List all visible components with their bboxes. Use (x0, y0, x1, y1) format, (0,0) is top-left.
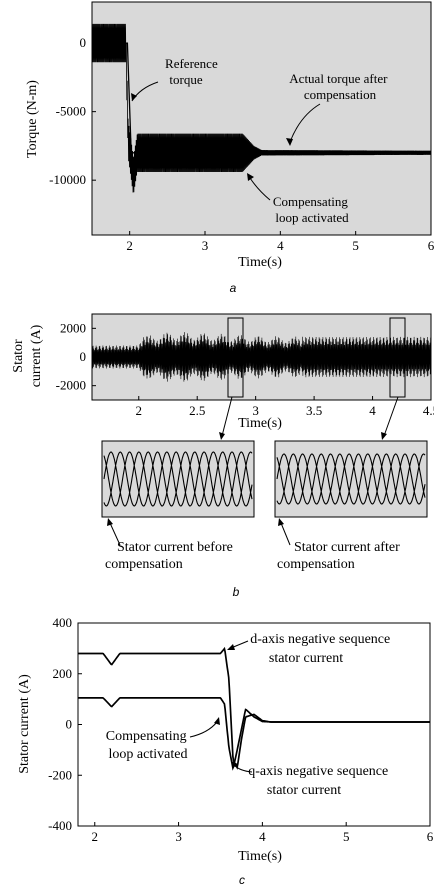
b-ytick-label: -2000 (56, 378, 86, 393)
a-xtick-label: 6 (428, 238, 434, 253)
actual-torque-arrow (289, 103, 321, 143)
inset-before-arrow (109, 522, 121, 546)
caption-line: compensation (277, 557, 355, 572)
a-xtick-label: 5 (352, 238, 359, 253)
panel-caption-a: a (230, 281, 237, 295)
inset-after-waveform (276, 453, 426, 505)
c-ytick-label: 200 (53, 666, 73, 681)
zoom-connector-before (221, 396, 233, 437)
annotation-line: stator current (269, 651, 343, 666)
y-axis-label-a: Torque (N-m) (25, 80, 40, 158)
y-axis-label-b-line2: current (A) (29, 324, 44, 387)
annotation-line: Compensating (106, 729, 187, 744)
reference-torque-arrowhead (131, 93, 137, 101)
inset-after-arrow (280, 522, 291, 546)
actual-torque-arrowhead (286, 138, 293, 146)
a-xtick-label: 2 (126, 238, 133, 253)
c-ytick-label: 0 (66, 717, 73, 732)
q-axis-current-line (78, 697, 430, 771)
annotation-line: loop activated (275, 210, 349, 225)
annotation-line: q-axis negative sequence (248, 764, 388, 779)
annotation-line: Reference (165, 56, 218, 71)
zoom-connector-after (383, 396, 399, 437)
zoom-connector-before-head (219, 432, 225, 440)
b-xtick-label: 3 (252, 403, 259, 418)
compensating-loop-arrow-a (249, 177, 271, 201)
plot-frame-a (91, 1, 432, 236)
inset-after-arrowhead (278, 518, 284, 526)
c-xtick-label: 4 (259, 829, 266, 844)
plot-area-c (78, 623, 430, 826)
y-axis-label-c: Stator current (A) (17, 674, 32, 774)
x-axis-label-c: Time(s) (238, 849, 282, 864)
axis-ticks-a: 2 3 4 5 6 0 -5000 -10000 (49, 35, 434, 253)
c-ytick-label: -400 (48, 818, 72, 833)
inset-after-frame (274, 440, 428, 518)
d-axis-annotation: d-axis negative sequence stator current (250, 632, 393, 666)
inset-after-caption: Stator current after compensation (277, 540, 403, 572)
annotation-line: loop activated (109, 747, 188, 762)
chart-panel-b: 2 2.5 3 3.5 4 4.5 2000 0 -2000 Time(s) Stator cu… (11, 313, 434, 599)
annotation-line: Actual torque after (289, 71, 388, 86)
a-xtick-label: 3 (202, 238, 209, 253)
q-axis-annotation: q-axis negative sequence stator current (248, 764, 391, 798)
annotation-line: compensation (304, 87, 377, 102)
b-xtick-label: 2.5 (189, 403, 205, 418)
plot-area-a (92, 2, 431, 235)
c-ytick-label: -200 (48, 767, 72, 782)
reference-torque-line (92, 42, 431, 154)
compensating-loop-arrowhead-a (247, 173, 254, 181)
panel-caption-c: c (239, 873, 245, 885)
zoom-connector-after-head (381, 432, 387, 440)
c-xtick-label: 5 (343, 829, 350, 844)
inset-before-waveform (103, 451, 253, 507)
b-ytick-label: 0 (80, 349, 87, 364)
chart-panel-c: 2 3 4 5 6 400 200 0 -200 -400 Time(s) Stator curr… (17, 615, 434, 885)
compensating-loop-annotation-a: Compensating loop activated (273, 194, 351, 225)
panel-caption-b: b (233, 585, 240, 599)
y-axis-label-b-line1: Stator (11, 339, 26, 373)
stator-current-trace (91, 332, 432, 382)
d-axis-arrowhead (227, 644, 235, 650)
actual-torque-annotation: Actual torque after compensation (289, 71, 390, 102)
a-ytick-label: -10000 (49, 172, 86, 187)
caption-line: Stator current after (294, 540, 400, 555)
b-xtick-label: 3.5 (306, 403, 322, 418)
x-axis-label-a: Time(s) (238, 255, 282, 270)
c-xtick-label: 6 (427, 829, 434, 844)
annotation-line: torque (169, 72, 202, 87)
compensating-loop-arrowhead-c (214, 717, 220, 725)
b-xtick-label: 4 (369, 403, 376, 418)
compensating-loop-arrow-c (189, 721, 218, 738)
zoom-box-before (227, 317, 244, 398)
a-xtick-label: 4 (277, 238, 284, 253)
inset-before-arrowhead (107, 518, 113, 526)
compensating-loop-annotation-c: Compensating loop activated (106, 729, 190, 762)
x-axis-label-b: Time(s) (238, 416, 282, 431)
b-xtick-label: 2 (136, 403, 143, 418)
axis-ticks-b: 2 2.5 3 3.5 4 4.5 2000 0 -2000 (56, 320, 434, 418)
a-ytick-label: 0 (80, 35, 87, 50)
caption-line: Stator current before (117, 540, 233, 555)
inset-before-caption: Stator current before compensation (105, 540, 236, 572)
annotation-line: d-axis negative sequence (250, 632, 390, 647)
b-xtick-label: 4.5 (423, 403, 434, 418)
c-xtick-label: 2 (92, 829, 99, 844)
a-ytick-label: -5000 (56, 104, 86, 119)
caption-line: compensation (105, 557, 183, 572)
b-ytick-label: 2000 (60, 320, 86, 335)
reference-torque-annotation: Reference torque (165, 56, 221, 87)
chart-panel-a: 2 3 4 5 6 0 -5000 -10000 Time(s) Torque (N-m) R… (25, 1, 434, 295)
q-axis-arrowhead (231, 761, 238, 768)
inset-before-frame (101, 440, 255, 518)
c-ytick-label: 400 (53, 615, 73, 630)
annotation-line: Compensating (273, 194, 349, 209)
annotation-line: stator current (267, 783, 341, 798)
actual-torque-oscillation (91, 23, 432, 193)
c-xtick-label: 3 (175, 829, 182, 844)
axis-ticks-c: 2 3 4 5 6 400 200 0 -200 -400 (48, 615, 434, 844)
